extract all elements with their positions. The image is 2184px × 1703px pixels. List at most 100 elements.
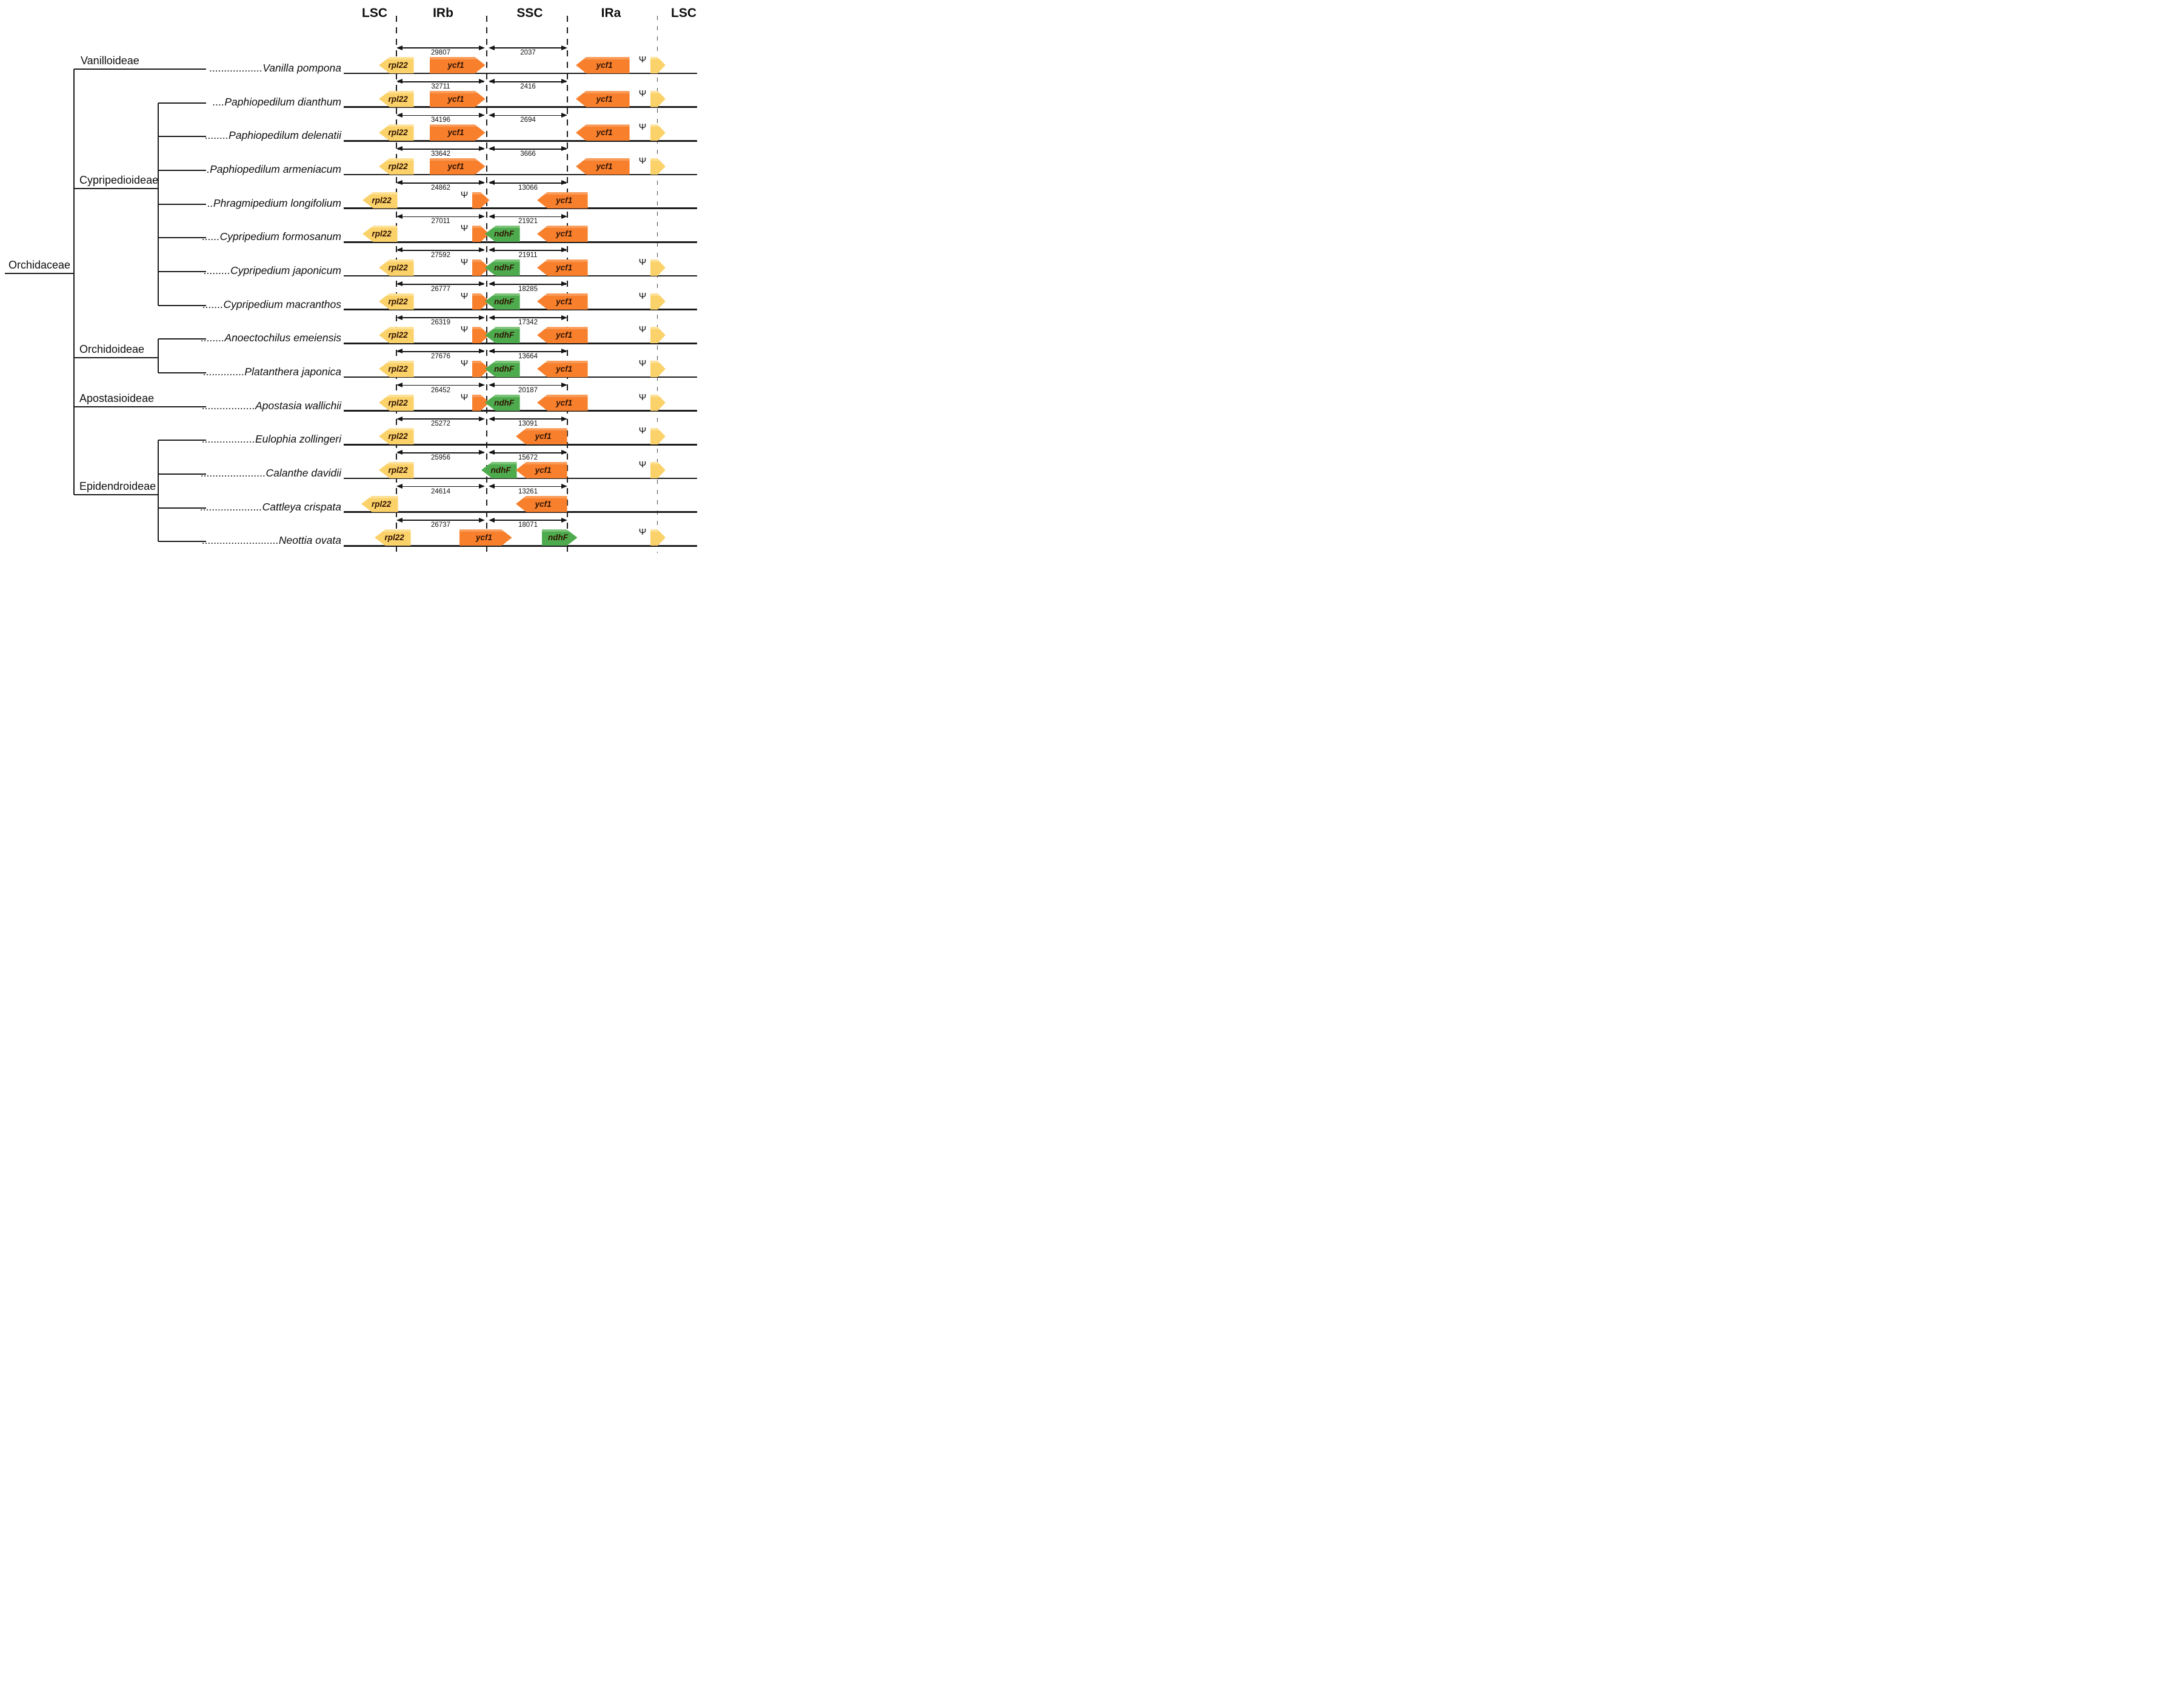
- arrowhead-left-icon: [489, 45, 495, 50]
- gene-arrow-ndhF: ndhF: [485, 226, 520, 243]
- gene-arrow-ycf1: ycf1: [537, 327, 588, 344]
- irb-length-value: 26737: [431, 521, 450, 529]
- arrowhead-right-icon: [561, 45, 567, 50]
- gene-arrow-ycf1: ycf1: [537, 360, 588, 377]
- irb-length-value: 25956: [431, 453, 450, 461]
- arrowhead-left-icon: [489, 315, 495, 320]
- measure-line: [398, 182, 484, 184]
- ssc-length-value: 2694: [520, 116, 536, 124]
- tree-branch-line: [158, 237, 206, 239]
- ssc-length-value: 13261: [518, 487, 538, 495]
- ssc-length-value: 2416: [520, 82, 536, 90]
- gene-arrow-rpl22: rpl22: [379, 428, 414, 445]
- ssc-length-value: 15672: [518, 453, 538, 461]
- arrowhead-right-icon: [561, 450, 567, 455]
- gene-arrow-ycf1: ycf1: [430, 90, 486, 107]
- tree-branch-line: [158, 203, 206, 205]
- gene-arrow-ycf1: ycf1: [537, 226, 588, 243]
- pseudogene-psi-symbol: Ψ: [638, 155, 647, 166]
- species-label: ........Paphiopedilum delenatii: [205, 129, 341, 142]
- genome-baseline: [344, 477, 697, 480]
- measure-line: [398, 81, 484, 82]
- tree-branch-line: [158, 440, 159, 542]
- arrowhead-left-icon: [489, 383, 495, 388]
- tree-branch-line: [158, 136, 206, 138]
- pseudogene-psi-symbol: Ψ: [638, 55, 647, 65]
- gene-arrow-ycf1: ycf1: [576, 90, 630, 107]
- arrowhead-left-icon: [396, 180, 402, 186]
- arrowhead-left-icon: [489, 416, 495, 421]
- tree-branch-line: [74, 188, 158, 189]
- tree-branch-line: [158, 473, 206, 475]
- gene-arrow-ycf1: ycf1: [516, 428, 567, 445]
- species-label: .....................Cattleya crispata: [200, 500, 341, 513]
- gene-arrow-ndhF: ndhF: [485, 360, 520, 377]
- pseudogene-fragment-arrow: [650, 360, 666, 377]
- irb-length-value: 34196: [431, 116, 450, 124]
- arrowhead-right-icon: [479, 45, 485, 50]
- measure-line: [398, 452, 484, 453]
- arrowhead-left-icon: [396, 349, 402, 354]
- arrowhead-right-icon: [561, 517, 567, 523]
- arrowhead-left-icon: [489, 281, 495, 287]
- pseudogene-psi-symbol: Ψ: [638, 459, 647, 470]
- arrowhead-left-icon: [489, 517, 495, 523]
- irb-length-value: 33642: [431, 150, 450, 158]
- gene-arrow-ycf1: ycf1: [537, 394, 588, 411]
- gene-arrow-rpl22: rpl22: [379, 158, 414, 175]
- arrowhead-right-icon: [479, 213, 485, 219]
- gene-arrow-rpl22: rpl22: [362, 226, 398, 243]
- gene-arrow-rpl22: rpl22: [379, 327, 414, 344]
- pseudogene-fragment-arrow: [650, 293, 666, 310]
- gene-arrow-rpl22: rpl22: [375, 529, 411, 546]
- ssc-length-value: 21911: [518, 251, 538, 259]
- pseudogene-psi-symbol: Ψ: [460, 290, 469, 301]
- arrowhead-left-icon: [489, 180, 495, 186]
- irb-length-value: 26452: [431, 386, 450, 394]
- measure-line: [490, 384, 566, 386]
- pseudogene-psi-symbol: Ψ: [460, 189, 469, 200]
- arrowhead-left-icon: [489, 146, 495, 152]
- gene-arrow-ndhF: ndhF: [485, 293, 520, 310]
- species-label: .Paphiopedilum armeniacum: [207, 162, 341, 175]
- gene-arrow-ycf1: ycf1: [430, 57, 486, 73]
- gene-arrow-ndhF: ndhF: [485, 327, 520, 344]
- arrowhead-right-icon: [479, 484, 485, 489]
- measure-line: [490, 317, 566, 319]
- ssc-length-value: 13091: [518, 420, 538, 428]
- junction-boundary-line-4: [657, 16, 658, 553]
- arrowhead-right-icon: [561, 79, 567, 84]
- arrowhead-right-icon: [561, 484, 567, 489]
- arrowhead-right-icon: [479, 79, 485, 84]
- ssc-length-value: 20187: [518, 386, 538, 394]
- genome-baseline: [344, 72, 697, 75]
- measure-line: [398, 250, 484, 251]
- pseudogene-fragment-arrow: [650, 158, 666, 175]
- gene-arrow-rpl22: rpl22: [379, 90, 414, 107]
- pseudogene-psi-symbol: Ψ: [638, 527, 647, 538]
- irb-length-value: 27592: [431, 251, 450, 259]
- genome-baseline: [344, 410, 697, 412]
- gene-arrow-ycf1: ycf1: [537, 293, 588, 310]
- irb-length-value: 24862: [431, 184, 450, 192]
- pseudogene-psi-symbol: Ψ: [460, 358, 469, 369]
- arrowhead-left-icon: [489, 79, 495, 84]
- tree-branch-line: [158, 541, 206, 543]
- measure-line: [490, 182, 566, 184]
- arrowhead-left-icon: [396, 79, 402, 84]
- gene-arrow-rpl22: rpl22: [379, 461, 414, 478]
- irb-length-value: 29807: [431, 49, 450, 56]
- subfamily-label-cypripedioideae: Cypripedioideae: [79, 174, 159, 186]
- pseudogene-psi-symbol: Ψ: [460, 392, 469, 403]
- measure-line: [398, 486, 484, 487]
- ssc-length-value: 13664: [518, 352, 538, 360]
- pseudogene-fragment-arrow: [650, 90, 666, 107]
- tree-branch-line: [73, 69, 75, 495]
- gene-arrow-ndhF: ndhF: [485, 259, 520, 276]
- junction-boundary-line-2: [486, 16, 487, 553]
- genome-baseline: [344, 241, 697, 243]
- subfamily-label-orchidoideae: Orchidoideae: [79, 343, 145, 355]
- pseudogene-psi-symbol: Ψ: [638, 392, 647, 403]
- gene-arrow-rpl22: rpl22: [379, 57, 414, 73]
- genome-baseline: [344, 140, 697, 142]
